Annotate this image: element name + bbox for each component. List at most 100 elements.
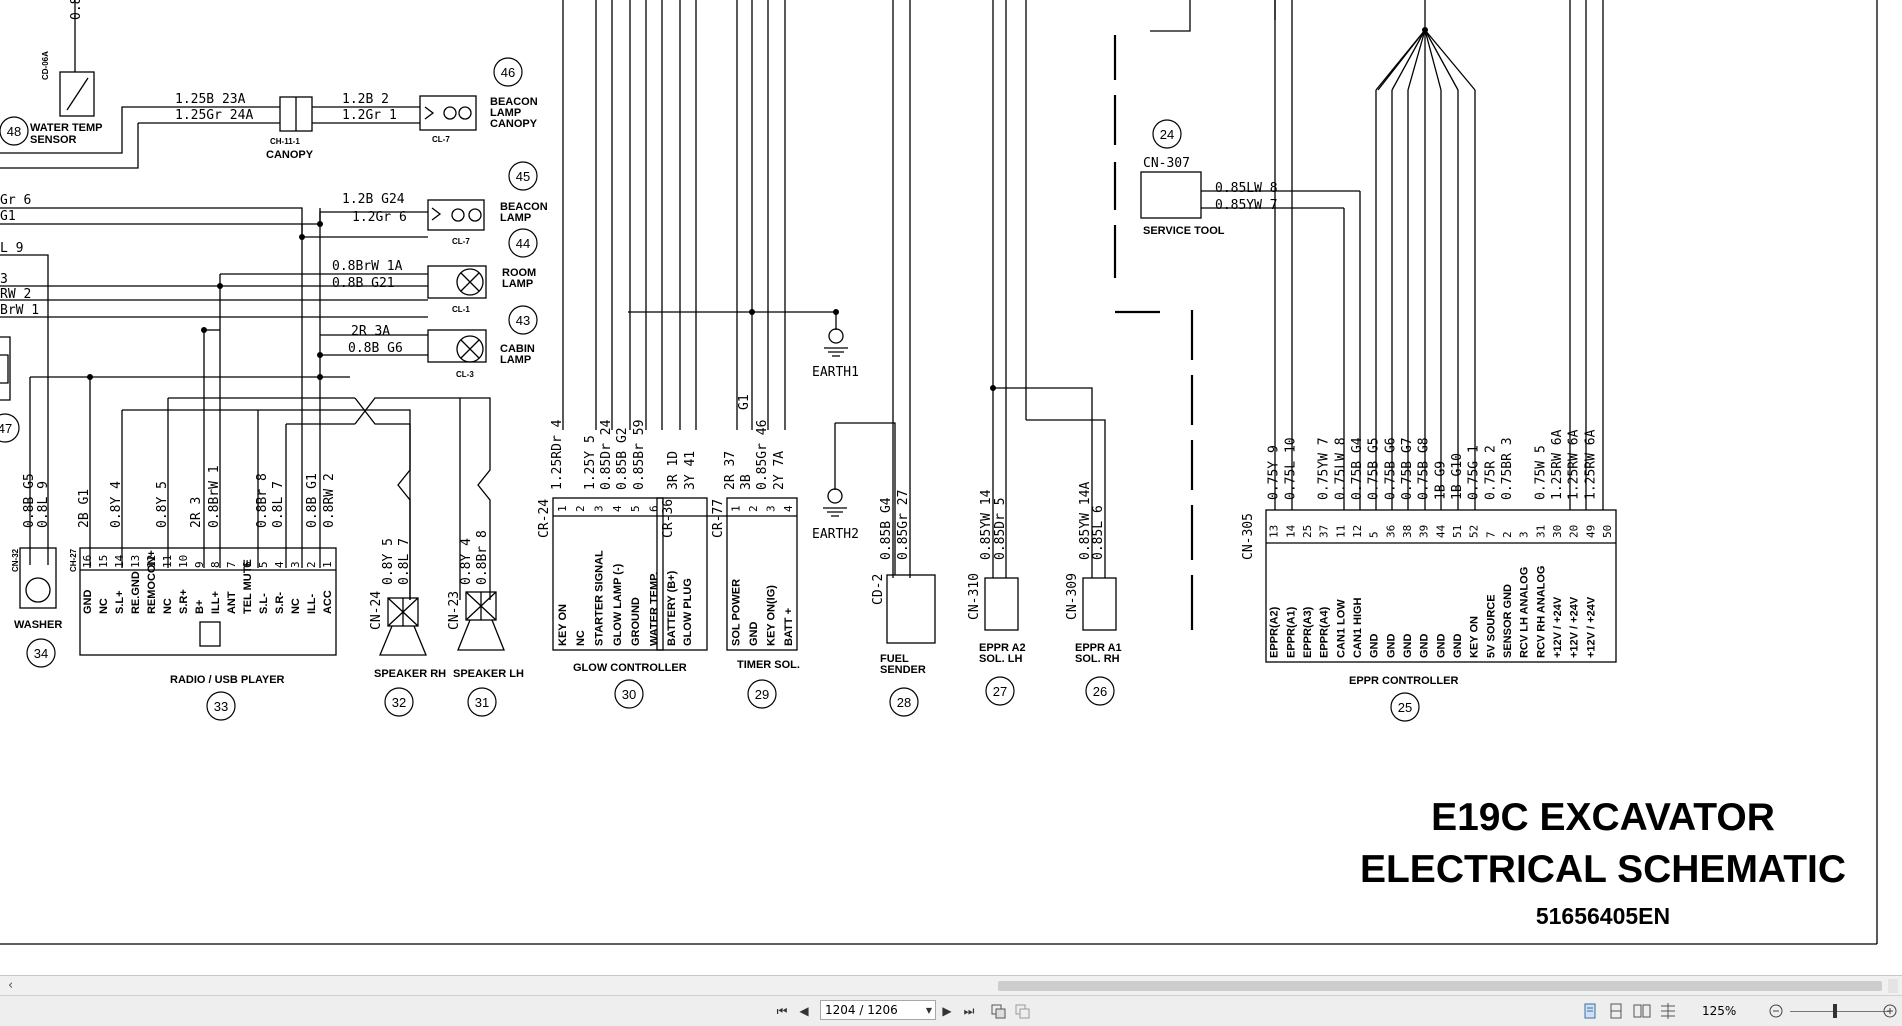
wire-label-2b-g1: 2B G1 [77, 489, 92, 528]
last-page-icon[interactable]: ⏭ [963, 1004, 975, 1018]
wire-label-085yw-7: 0.85YW 7 [1215, 198, 1278, 213]
eppr-wire-label: 0.75R 2 [1483, 445, 1498, 500]
scroll-mode-icon[interactable] [1658, 1001, 1678, 1021]
chevron-left-icon[interactable]: ‹ [8, 978, 14, 993]
callout-28: 28 [897, 695, 911, 710]
eppr-pin-number: 51 [1451, 525, 1464, 538]
radio-pin-number: 12 [145, 555, 158, 568]
glow-pin-label: WATER TEMP. [649, 572, 661, 646]
callout-34: 34 [34, 646, 48, 661]
radio-pin-number: 8 [209, 561, 222, 568]
eppr-wire-label: 1.25RW 6A [1550, 429, 1565, 500]
radio-pin-label: REMOCON+ [146, 550, 158, 614]
eppr-pin-label: EPPR(A4) [1319, 606, 1331, 658]
wire-label-3y-41: 3Y 41 [683, 451, 698, 490]
label-timer-sol: TIMER SOL. [737, 659, 800, 671]
callout-26: 26 [1093, 684, 1107, 699]
wire-label-12b-g24: 1.2B G24 [342, 192, 405, 207]
two-page-view-icon[interactable] [1012, 1001, 1032, 1021]
eppr-wire-label: 0.75B G8 [1417, 437, 1432, 500]
eppr-pin-number: 11 [1334, 525, 1347, 538]
eppr-pin-label: KEY ON [1469, 616, 1481, 658]
electrical-schematic: 24 25 26 27 28 29 30 31 32 33 34 43 44 4… [0, 0, 1878, 945]
wire-label-gr-6: Gr 6 [0, 193, 31, 208]
callout-29: 29 [755, 687, 769, 702]
eppr-wire-label: 0.75YW 7 [1317, 437, 1332, 500]
connector-cn-305: CN-305 [1241, 513, 1256, 560]
wire-label-085lw-8: 0.85LW 8 [1215, 181, 1278, 196]
eppr-pin-number: 3 [1518, 531, 1531, 538]
radio-pin-label: ILL- [306, 594, 318, 614]
zoom-slider-handle[interactable] [1833, 1004, 1837, 1018]
label-earth2: EARTH2 [812, 527, 859, 542]
radio-pin-number: 6 [241, 561, 254, 568]
page-number-field[interactable]: 1204 / 1206 ▼ [820, 1000, 936, 1020]
continuous-view-icon[interactable] [1580, 1001, 1600, 1021]
label-beacon-canopy-3: CANOPY [490, 118, 538, 130]
connector-cl-3: CL-3 [456, 370, 474, 379]
radio-pin-label: ILL+ [210, 591, 222, 614]
previous-page-icon[interactable]: ◀ [799, 1004, 809, 1018]
eppr-pin-label: +12V / +24V [1569, 596, 1581, 658]
eppr-pin-label: +12V / +24V [1585, 596, 1597, 658]
wire-label-08y-5-spk: 0.8Y 5 [381, 538, 396, 585]
connector-cd-2: CD-2 [871, 574, 886, 605]
glow-pin-label: KEY ON [557, 604, 569, 646]
radio-pin-label: S.L+ [114, 590, 126, 614]
glow-pin-label: GROUND [630, 597, 642, 646]
title-line-1: E19C EXCAVATOR [1431, 796, 1775, 839]
wire-label-08y-4-spk: 0.8Y 4 [459, 538, 474, 585]
eppr-pin-number: 50 [1601, 525, 1614, 538]
wire-label-085dr-5: 0.85Dr 5 [993, 497, 1008, 560]
connector-cr-77: CR-77 [711, 499, 726, 538]
label-cabin-lamp-1: CABIN [500, 343, 535, 355]
eppr-pin-number: 7 [1484, 531, 1497, 538]
facing-view-icon[interactable] [1606, 1001, 1626, 1021]
connector-cn-24: CN-24 [369, 591, 384, 630]
two-up-view-icon[interactable] [1632, 1001, 1652, 1021]
eppr-pin-number: 14 [1284, 524, 1297, 538]
wire-label-08brw-1a: 0.8BrW 1A [332, 259, 403, 274]
scroll-thumb[interactable] [998, 981, 1882, 991]
radio-pin-number: 15 [97, 555, 110, 568]
wire-label-2r-3a: 2R 3A [351, 324, 390, 339]
wire-label-3b: 3B [739, 474, 754, 490]
timer-pin-number: 1 [729, 505, 742, 512]
eppr-pin-number: 36 [1384, 525, 1397, 538]
wire-label-08l-7: 0.8L 7 [271, 481, 286, 528]
eppr-pin-label: +12V / +24V [1552, 596, 1564, 658]
wire-label-085b: 0.85B [69, 0, 84, 20]
callout-47: 47 [0, 421, 12, 436]
chevron-down-icon[interactable]: ▼ [925, 1006, 932, 1015]
label-beacon-lamp-1: BEACON [500, 201, 548, 213]
eppr-wire-label: 1B G10 [1450, 453, 1465, 500]
wire-label-125gr-24a: 1.25Gr 24A [175, 108, 253, 123]
wire-label-08l-9: 0.8L 9 [36, 481, 51, 528]
next-page-icon[interactable]: ▶ [942, 1004, 952, 1018]
wire-label-08br-8: 0.8Br 8 [255, 473, 270, 528]
zoom-level-display: 125% [1702, 1004, 1737, 1018]
connector-cr-36: CR-36 [661, 499, 676, 538]
document-page-view[interactable]: 24 25 26 27 28 29 30 31 32 33 34 43 44 4… [0, 0, 1902, 975]
connector-cl-1: CL-1 [452, 305, 470, 314]
horizontal-scrollbar[interactable]: ‹ [0, 975, 1902, 996]
single-page-view-icon[interactable] [988, 1001, 1008, 1021]
zoom-out-icon[interactable] [1766, 1001, 1786, 1021]
callout-33: 33 [214, 699, 228, 714]
wire-label-2y-7a: 2Y 7A [772, 451, 787, 490]
wire-label-085l-6: 0.85L 6 [1091, 505, 1106, 560]
zoom-slider[interactable] [1790, 1011, 1890, 1012]
eppr-pin-number: 44 [1434, 524, 1447, 538]
first-page-icon[interactable]: ⏮ [776, 1004, 788, 1018]
wire-label-2r-3: 2R 3 [189, 497, 204, 528]
label-eppr-a2-1: EPPR A2 [979, 642, 1026, 654]
glow-pin-number: 4 [611, 505, 624, 512]
zoom-in-icon[interactable] [1880, 1001, 1900, 1021]
radio-pin-label: S.R- [274, 592, 286, 614]
glow-pin-label: STARTER SIGNAL [594, 550, 606, 646]
wire-label-l-9: L 9 [0, 241, 23, 256]
callout-45: 45 [516, 169, 530, 184]
wire-label-08y-4: 0.8Y 4 [109, 481, 124, 528]
radio-pin-label: NC [290, 598, 302, 614]
